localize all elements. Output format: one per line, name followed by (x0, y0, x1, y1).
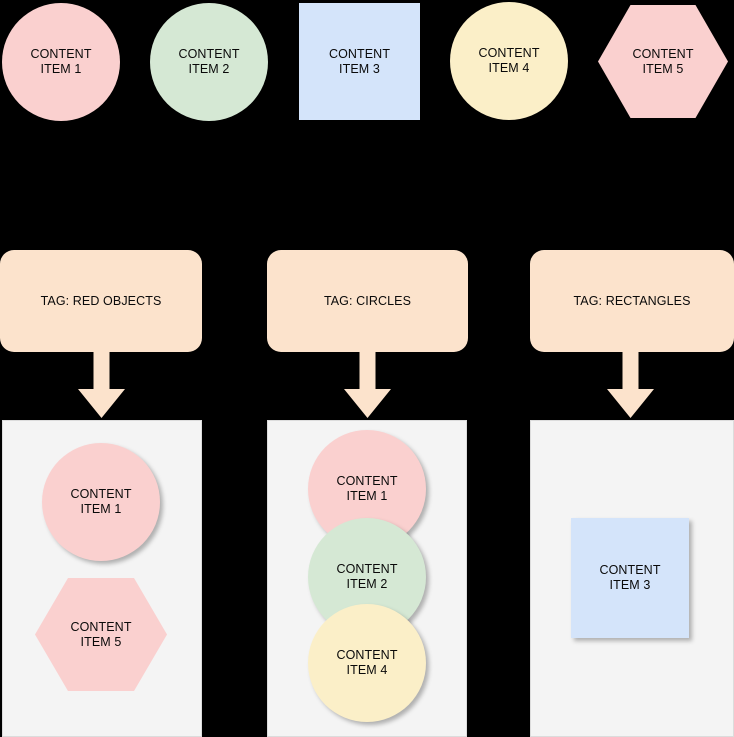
arrow-down-icon-rectangles (607, 352, 654, 418)
source-item-2-label: CONTENT ITEM 2 (178, 47, 240, 76)
tag-rectangles[interactable]: TAG: RECTANGLES (530, 250, 734, 352)
tag-red-objects[interactable]: TAG: RED OBJECTS (0, 250, 202, 352)
tag-red-objects-label: TAG: RED OBJECTS (40, 293, 162, 308)
source-item-4[interactable]: CONTENT ITEM 4 (450, 2, 568, 120)
grouped-item-1-red-objects[interactable]: CONTENT ITEM 1 (42, 443, 160, 561)
grouped-item-2-circles-label: CONTENT ITEM 2 (336, 562, 398, 591)
tag-rectangles-label: TAG: RECTANGLES (573, 293, 691, 308)
source-item-3[interactable]: CONTENT ITEM 3 (299, 3, 420, 120)
tag-circles[interactable]: TAG: CIRCLES (267, 250, 468, 352)
grouped-item-1-red-objects-label: CONTENT ITEM 1 (70, 487, 132, 516)
grouped-item-4-circles[interactable]: CONTENT ITEM 4 (308, 604, 426, 722)
grouped-item-4-circles-label: CONTENT ITEM 4 (336, 648, 398, 677)
arrow-down-icon-red-objects (78, 352, 125, 418)
source-item-5[interactable]: CONTENT ITEM 5 (598, 5, 728, 118)
grouped-item-5-red-objects-label: CONTENT ITEM 5 (70, 619, 132, 649)
grouped-item-3-rectangles[interactable]: CONTENT ITEM 3 (571, 518, 689, 638)
source-item-1-label: CONTENT ITEM 1 (30, 47, 92, 76)
source-item-4-label: CONTENT ITEM 4 (478, 46, 540, 75)
grouped-item-1-circles-label: CONTENT ITEM 1 (336, 474, 398, 503)
source-item-5-label: CONTENT ITEM 5 (632, 46, 694, 76)
source-item-2[interactable]: CONTENT ITEM 2 (150, 3, 268, 121)
grouped-item-3-rectangles-label: CONTENT ITEM 3 (599, 563, 661, 592)
source-item-3-label: CONTENT ITEM 3 (328, 46, 391, 76)
tag-circles-label: TAG: CIRCLES (323, 293, 412, 308)
source-item-1[interactable]: CONTENT ITEM 1 (2, 3, 120, 121)
arrow-down-icon-circles (344, 352, 391, 418)
